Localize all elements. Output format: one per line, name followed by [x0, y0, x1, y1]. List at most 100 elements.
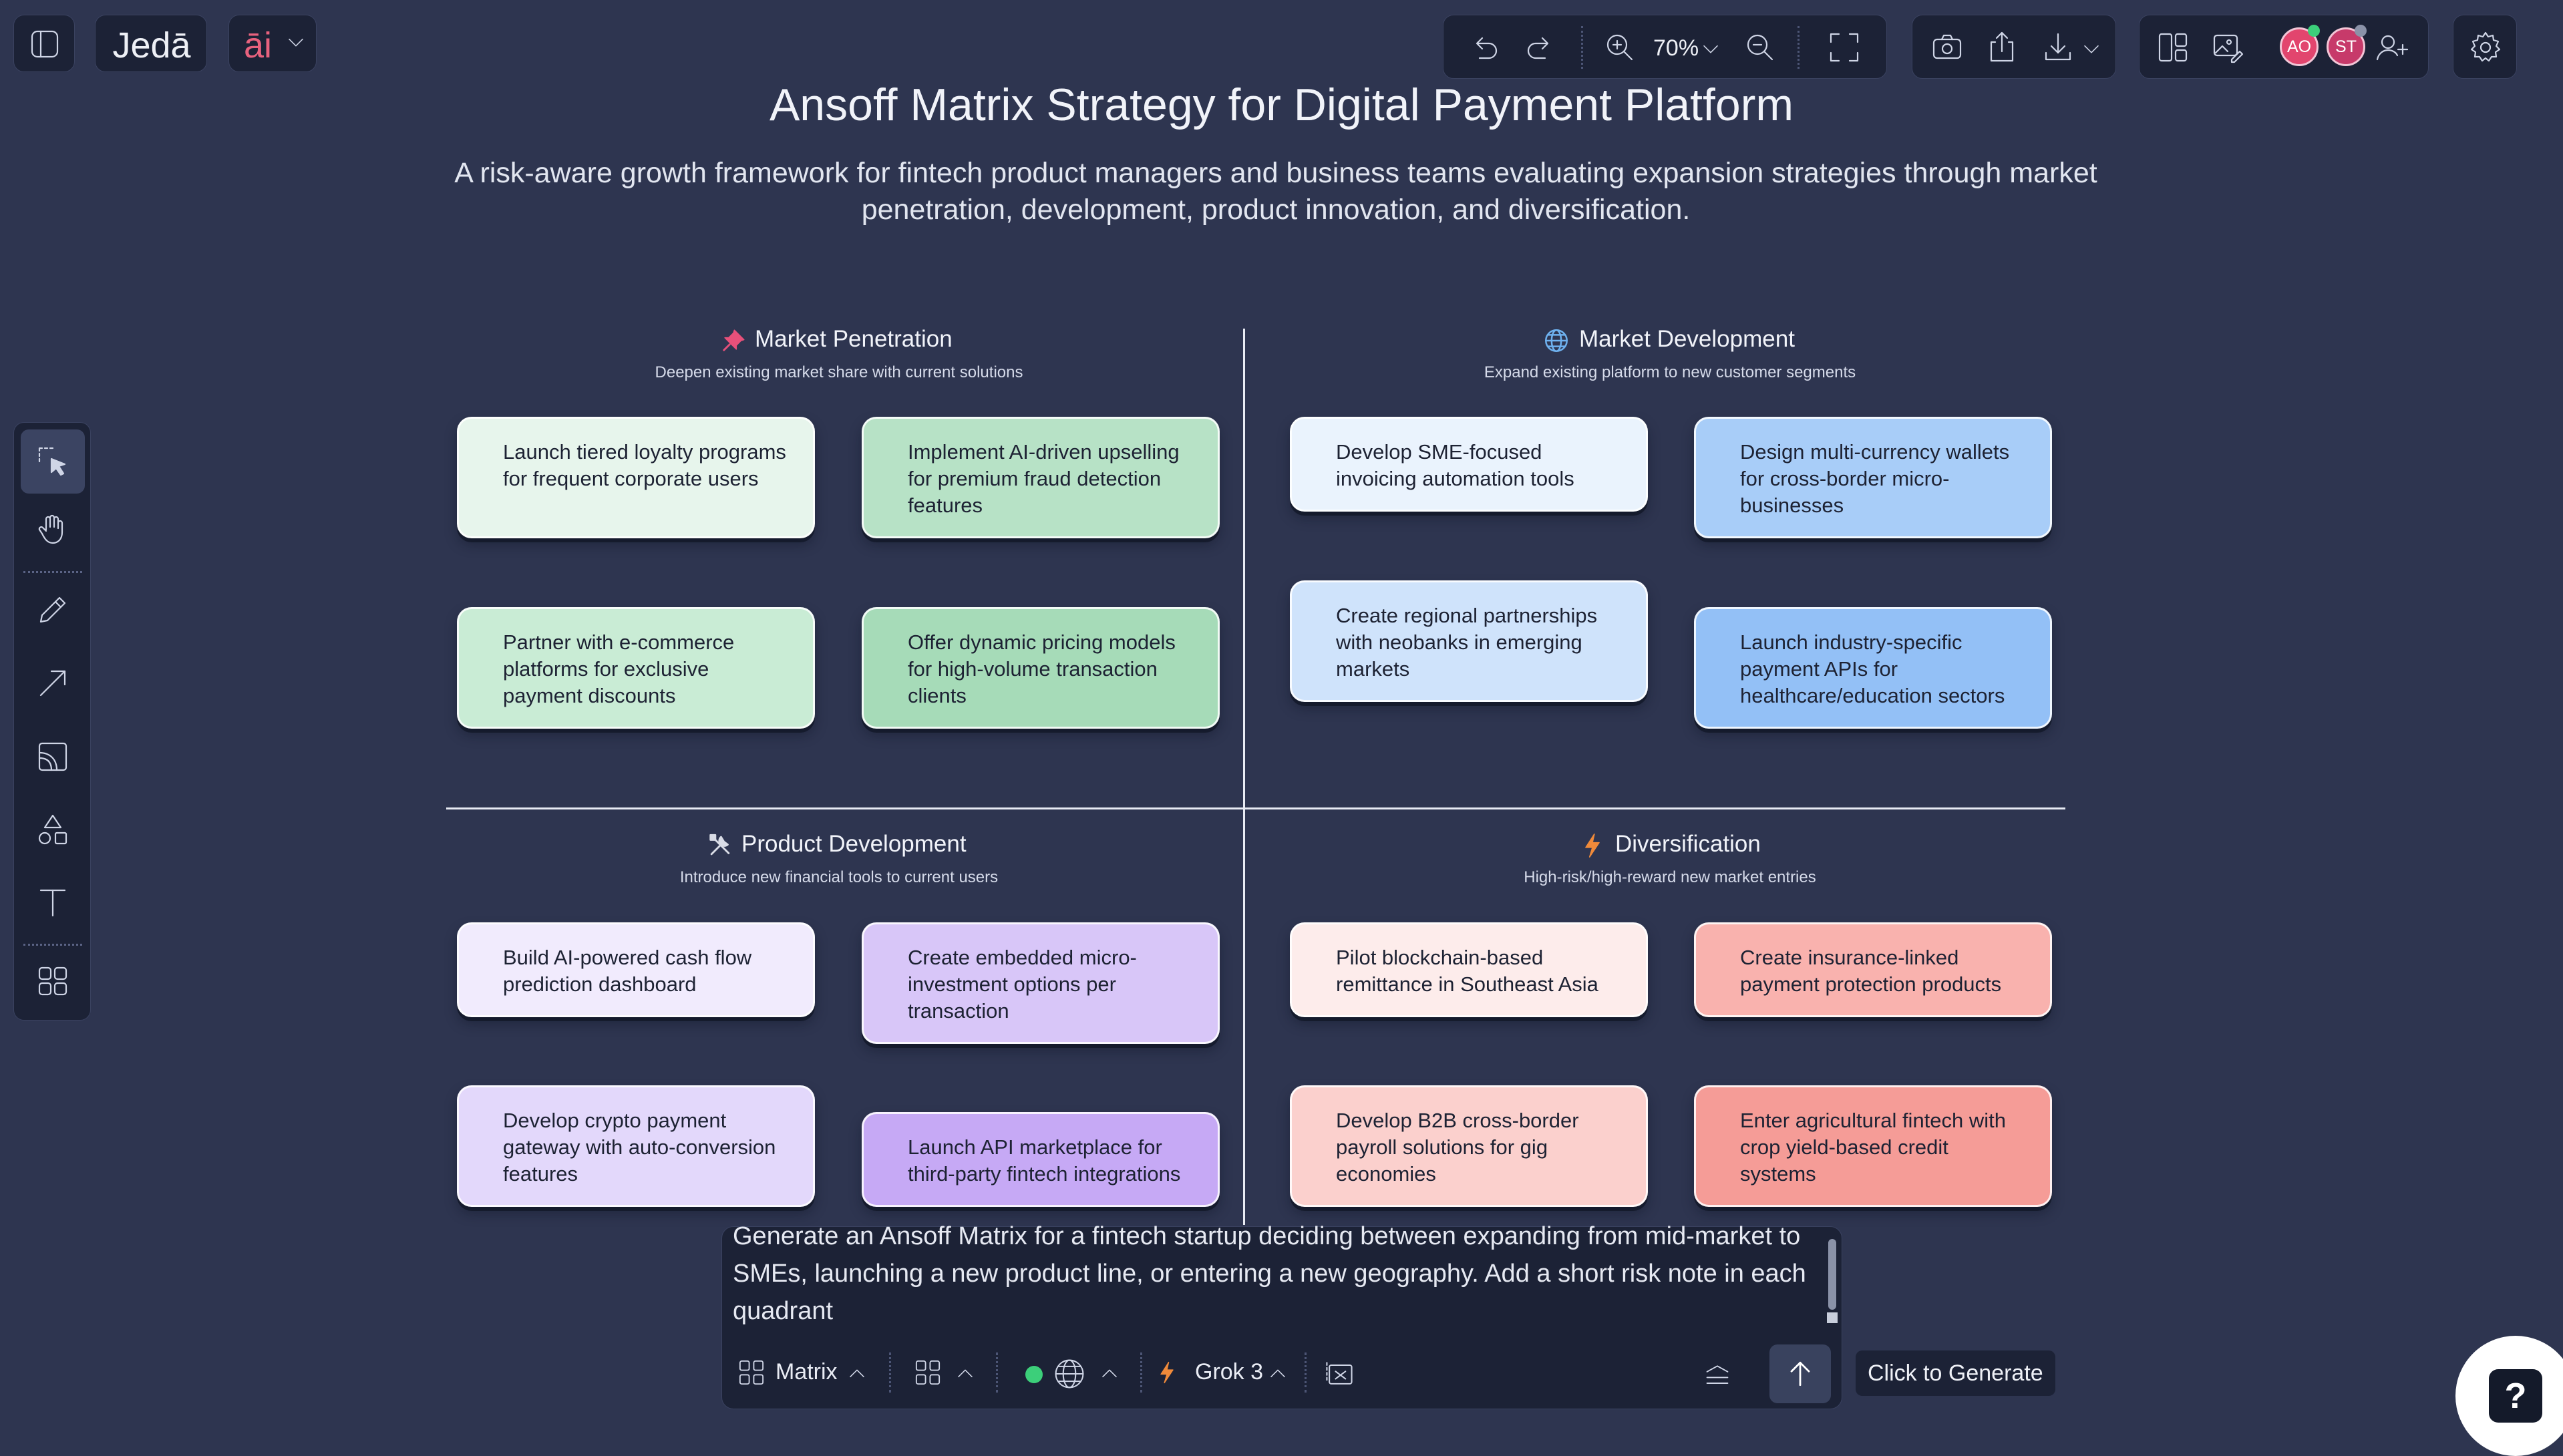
gear-icon — [2453, 15, 2518, 79]
zoom-out-icon[interactable] — [1741, 29, 1779, 66]
stack-layers-icon[interactable] — [1699, 1356, 1736, 1394]
view-toolbar: 70% — [1443, 15, 1887, 79]
chevron-up-icon[interactable] — [1096, 1360, 1123, 1387]
app-logo-text: Jedā — [112, 25, 191, 65]
layout-grid-icon[interactable] — [909, 1354, 947, 1391]
page-title: Ansoff Matrix Strategy for Digital Payme… — [769, 79, 1794, 130]
strategy-card[interactable]: Implement AI-driven upselling for premiu… — [862, 417, 1220, 538]
strategy-card[interactable]: Enter agricultural fintech with crop yie… — [1694, 1085, 2052, 1207]
strategy-card[interactable]: Launch tiered loyalty programs for frequ… — [457, 417, 815, 538]
offline-status-dot — [2355, 25, 2367, 37]
fit-screen-icon[interactable] — [1826, 29, 1863, 66]
strategy-card[interactable]: Create regional partnerships with neoban… — [1290, 580, 1648, 702]
controls-divider — [1305, 1352, 1307, 1393]
matrix-horizontal-axis — [446, 807, 2065, 809]
toolbar-divider — [1581, 26, 1583, 69]
drawing-toolbar — [13, 422, 91, 1021]
page-subtitle: A risk-aware growth framework for fintec… — [454, 157, 2097, 226]
select-tool-icon[interactable] — [21, 429, 85, 494]
arrow-up-icon — [1781, 1355, 1819, 1393]
undo-icon[interactable] — [1466, 29, 1504, 66]
share-upload-icon[interactable] — [1983, 29, 2021, 66]
prompt-panel: Generate an Ansoff Matrix for a fintech … — [721, 1222, 1842, 1409]
strategy-card[interactable]: Develop crypto payment gateway with auto… — [457, 1085, 815, 1207]
strategy-card[interactable]: Launch API marketplace for third-party f… — [862, 1112, 1220, 1207]
web-search-status-dot — [1025, 1366, 1043, 1383]
add-user-icon[interactable] — [2373, 29, 2411, 66]
chevron-up-icon[interactable] — [844, 1360, 870, 1387]
matrix-type-icon[interactable] — [733, 1354, 770, 1391]
globe-icon[interactable] — [1051, 1355, 1088, 1393]
generate-button[interactable] — [1769, 1344, 1831, 1403]
toolbar-divider — [1798, 26, 1800, 69]
redo-icon[interactable] — [1521, 29, 1558, 66]
strategy-card[interactable]: Build AI-powered cash flow prediction da… — [457, 922, 815, 1017]
strategy-card[interactable]: Partner with e-commerce platforms for ex… — [457, 607, 815, 729]
quadrant-subtitle: Introduce new financial tools to current… — [679, 868, 999, 886]
sidebar-toggle-button[interactable] — [13, 15, 75, 72]
canvas-context-icon[interactable] — [1321, 1355, 1358, 1393]
chevron-down-icon[interactable] — [2078, 35, 2105, 62]
ai-badge-text: āi — [244, 25, 273, 65]
text-tool-icon[interactable] — [21, 876, 85, 929]
lightning-icon — [1155, 1359, 1179, 1386]
generate-tooltip: Click to Generate — [1856, 1350, 2055, 1396]
strategy-card[interactable]: Launch industry-specific payment APIs fo… — [1694, 607, 2052, 729]
strategy-card[interactable]: Design multi-currency wallets for cross-… — [1694, 417, 2052, 538]
layout-panels-icon[interactable] — [2154, 29, 2192, 66]
strategy-card[interactable]: Offer dynamic pricing models for high-vo… — [862, 607, 1220, 729]
matrix-vertical-axis — [1243, 329, 1245, 1225]
zoom-dropdown-icon[interactable] — [1697, 35, 1724, 62]
prompt-scrollbar[interactable] — [1828, 1239, 1836, 1310]
quadrant-subtitle: High-risk/high-reward new market entries — [1524, 868, 1816, 886]
pushpin-icon — [719, 326, 748, 355]
toolbar-divider — [23, 571, 82, 573]
strategy-card[interactable]: Develop SME-focused invoicing automation… — [1290, 417, 1648, 512]
lightning-icon — [1578, 831, 1607, 860]
export-toolbar — [1912, 15, 2116, 79]
settings-button[interactable] — [2453, 15, 2517, 79]
image-edit-icon[interactable] — [2209, 29, 2246, 66]
collab-toolbar: AO ST — [2139, 15, 2429, 79]
app-logo[interactable]: Jedā — [95, 15, 207, 72]
strategy-card[interactable]: Create insurance-linked payment protecti… — [1694, 922, 2052, 1017]
quadrant-title: Market Penetration — [755, 326, 953, 352]
prompt-input[interactable]: Generate an Ansoff Matrix for a fintech … — [733, 1222, 1806, 1324]
image-tool-icon[interactable] — [21, 730, 85, 783]
quadrant-title: Diversification — [1615, 831, 1761, 857]
help-button[interactable]: ? — [2455, 1336, 2563, 1456]
hand-tool-icon[interactable] — [21, 502, 85, 555]
avatar[interactable]: AO — [2280, 27, 2319, 66]
resize-handle[interactable] — [1827, 1312, 1838, 1323]
quadrant-title: Market Development — [1579, 326, 1795, 352]
components-grid-icon[interactable] — [21, 954, 85, 1008]
diagram-type-label[interactable]: Matrix — [776, 1359, 838, 1385]
zoom-in-icon[interactable] — [1601, 29, 1639, 66]
camera-icon[interactable] — [1928, 29, 1966, 66]
shapes-tool-icon[interactable] — [21, 803, 85, 857]
pencil-tool-icon[interactable] — [21, 583, 85, 636]
quadrant-subtitle: Expand existing platform to new customer… — [1484, 363, 1856, 381]
arrow-tool-icon[interactable] — [21, 657, 85, 710]
ai-menu-button[interactable]: āi — [228, 15, 317, 72]
tools-icon — [705, 831, 735, 860]
controls-divider — [996, 1352, 998, 1393]
sidebar-panel-icon — [14, 15, 75, 73]
quadrant-subtitle: Deepen existing market share with curren… — [655, 363, 1023, 381]
chevron-up-icon[interactable] — [952, 1360, 979, 1387]
controls-divider — [1140, 1352, 1142, 1393]
model-label[interactable]: Grok 3 — [1195, 1359, 1264, 1385]
chevron-down-icon — [283, 29, 309, 55]
strategy-card[interactable]: Pilot blockchain-based remittance in Sou… — [1290, 922, 1648, 1017]
help-icon: ? — [2489, 1369, 2542, 1423]
quadrant-title: Product Development — [741, 831, 967, 857]
globe-icon — [1542, 326, 1571, 355]
download-icon[interactable] — [2039, 29, 2077, 66]
strategy-card[interactable]: Create embedded micro-investment options… — [862, 922, 1220, 1044]
online-status-dot — [2308, 25, 2320, 37]
controls-divider — [889, 1352, 891, 1393]
toolbar-divider — [23, 944, 82, 946]
zoom-level[interactable]: 70% — [1653, 35, 1699, 61]
chevron-up-icon[interactable] — [1264, 1360, 1291, 1387]
strategy-card[interactable]: Develop B2B cross-border payroll solutio… — [1290, 1085, 1648, 1207]
